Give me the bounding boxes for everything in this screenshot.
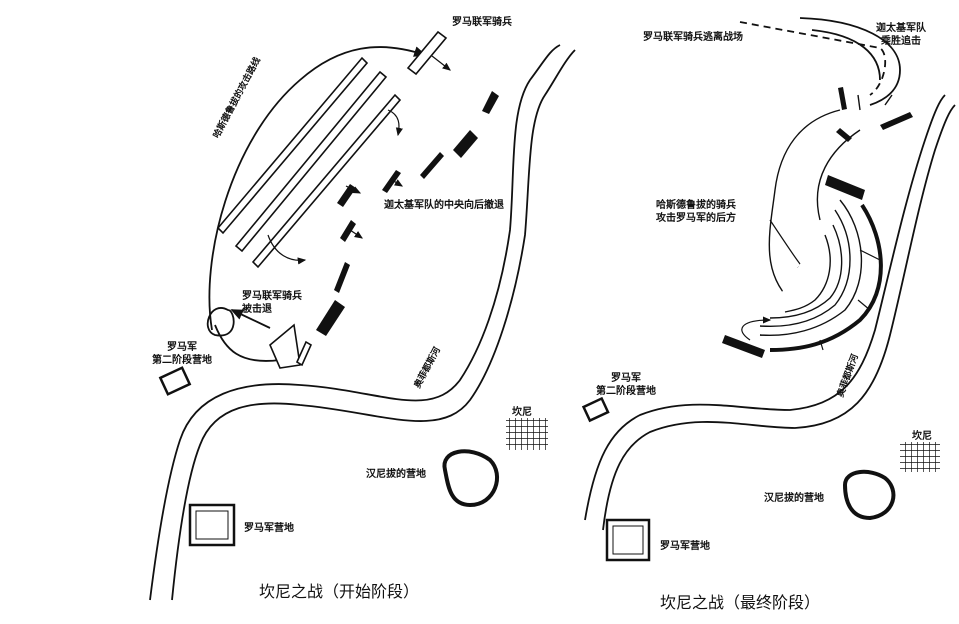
hannibal-camp-left bbox=[442, 449, 500, 508]
flee-route bbox=[739, 21, 887, 96]
label-line: 罗马军 bbox=[611, 373, 641, 384]
carthage-arc bbox=[769, 203, 883, 352]
hasdrubal-route bbox=[208, 46, 427, 331]
cannae-left bbox=[506, 418, 548, 450]
label-cannae: 坎尼 bbox=[512, 407, 532, 418]
label-carthage-center: 迦太基军队的中央向后撤退 bbox=[384, 200, 504, 211]
label-line: 被击退 bbox=[242, 304, 272, 315]
label-line: 攻击罗马军的后方 bbox=[656, 213, 736, 224]
label-roman-camp-right: 罗马军营地 bbox=[660, 541, 710, 552]
label-line: 迦太基军队 bbox=[876, 23, 926, 34]
caption-final-phase: 坎尼之战（最终阶段） bbox=[660, 593, 821, 612]
label-line: 罗马联军骑兵 bbox=[242, 291, 302, 302]
label-hannibal-camp-right: 汉尼拔的营地 bbox=[764, 493, 824, 504]
label-line: 第二阶段营地 bbox=[596, 386, 656, 397]
caption-initial-phase: 坎尼之战（开始阶段） bbox=[259, 582, 420, 601]
cannae-right bbox=[900, 442, 940, 472]
label-line: 乘胜追击 bbox=[881, 36, 921, 47]
label-hannibal-camp: 汉尼拔的营地 bbox=[366, 469, 426, 480]
label-carthage-pursuit: 迦太基军队乘胜追击 bbox=[876, 22, 926, 48]
label-cannae-right: 坎尼 bbox=[912, 431, 932, 442]
label-line: 第二阶段营地 bbox=[152, 355, 212, 366]
label-roman-cavalry-repulsed: 罗马联军骑兵被击退 bbox=[242, 290, 302, 316]
hannibal-camp-right bbox=[842, 469, 896, 521]
label-roman-camp2-right: 罗马军第二阶段营地 bbox=[596, 372, 656, 398]
label-line: 哈斯德鲁拔的骑兵 bbox=[656, 200, 736, 211]
label-roman-camp: 罗马军营地 bbox=[244, 523, 294, 534]
river-left bbox=[149, 44, 561, 601]
label-hasdrubal-cavalry: 哈斯德鲁拔的骑兵攻击罗马军的后方 bbox=[656, 199, 736, 225]
roman-camp-right bbox=[605, 518, 651, 562]
roman-camp-left bbox=[188, 503, 236, 547]
river-right bbox=[584, 94, 946, 521]
label-line: 罗马军 bbox=[167, 342, 197, 353]
label-roman-cavalry-flee: 罗马联军骑兵逃离战场 bbox=[643, 32, 743, 43]
label-roman-cavalry: 罗马联军骑兵 bbox=[452, 17, 512, 28]
label-roman-camp2: 罗马军第二阶段营地 bbox=[152, 341, 212, 367]
